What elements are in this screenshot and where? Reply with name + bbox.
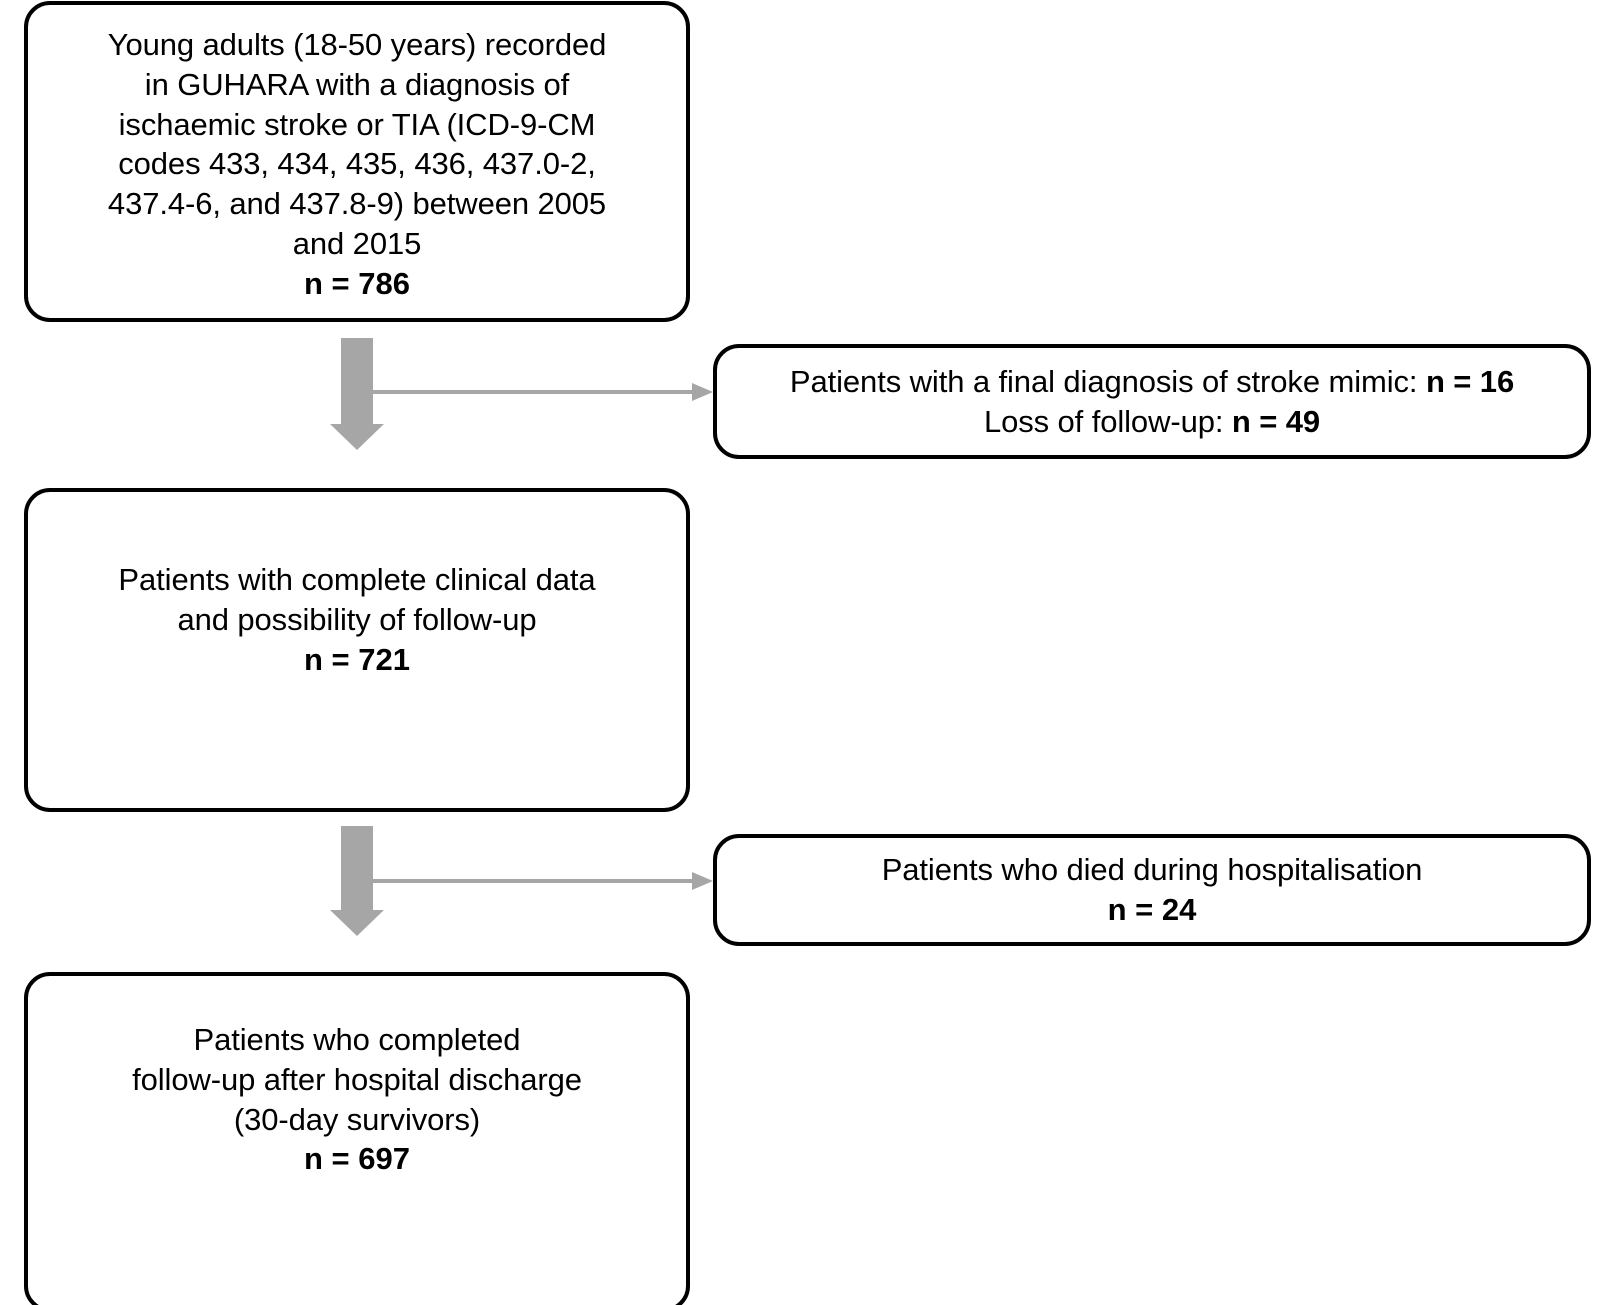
arrow-shaft	[341, 826, 373, 912]
arrow-cohort-to-complete	[330, 338, 384, 450]
excluded-mimic-line2-label: Loss of follow-up:	[983, 403, 1232, 439]
node-source-cohort-count: n = 786	[304, 265, 410, 301]
arrow-head-right-icon	[692, 872, 713, 890]
node-excluded-died-in-hospital-count: n = 24	[1107, 892, 1197, 927]
arrow-exclude-mimic	[372, 383, 713, 401]
node-followup-survivors-text: Patients who completed follow-up after h…	[132, 1022, 582, 1137]
arrow-stem	[372, 879, 693, 883]
node-complete-clinical-data-text: Patients with complete clinical data and…	[118, 562, 596, 637]
arrow-exclude-died	[372, 872, 713, 890]
arrow-head-down-icon	[330, 424, 384, 450]
node-followup-survivors: Patients who completed follow-up after h…	[24, 972, 690, 1305]
node-excluded-died-in-hospital-text: Patients who died during hospitalisation	[881, 852, 1423, 888]
node-followup-survivors-count: n = 697	[304, 1141, 410, 1177]
node-source-cohort-text: Young adults (18-50 years) recorded in G…	[107, 27, 607, 262]
arrow-shaft	[341, 338, 373, 426]
node-source-cohort: Young adults (18-50 years) recorded in G…	[24, 1, 690, 322]
excluded-mimic-line2-count: n = 49	[1231, 403, 1321, 439]
node-excluded-stroke-mimic-text: Patients with a final diagnosis of strok…	[717, 362, 1587, 442]
excluded-mimic-line1-label: Patients with a final diagnosis of strok…	[789, 363, 1426, 399]
node-excluded-died-in-hospital: Patients who died during hospitalisation…	[713, 834, 1591, 946]
arrow-head-right-icon	[692, 383, 713, 401]
node-complete-clinical-data: Patients with complete clinical data and…	[24, 488, 690, 812]
arrow-stem	[372, 390, 693, 394]
node-excluded-stroke-mimic: Patients with a final diagnosis of strok…	[713, 344, 1591, 459]
arrow-complete-to-survivors	[330, 826, 384, 936]
excluded-mimic-line1-count: n = 16	[1425, 363, 1515, 399]
arrow-head-down-icon	[330, 910, 384, 936]
node-complete-clinical-data-count: n = 721	[304, 641, 410, 677]
